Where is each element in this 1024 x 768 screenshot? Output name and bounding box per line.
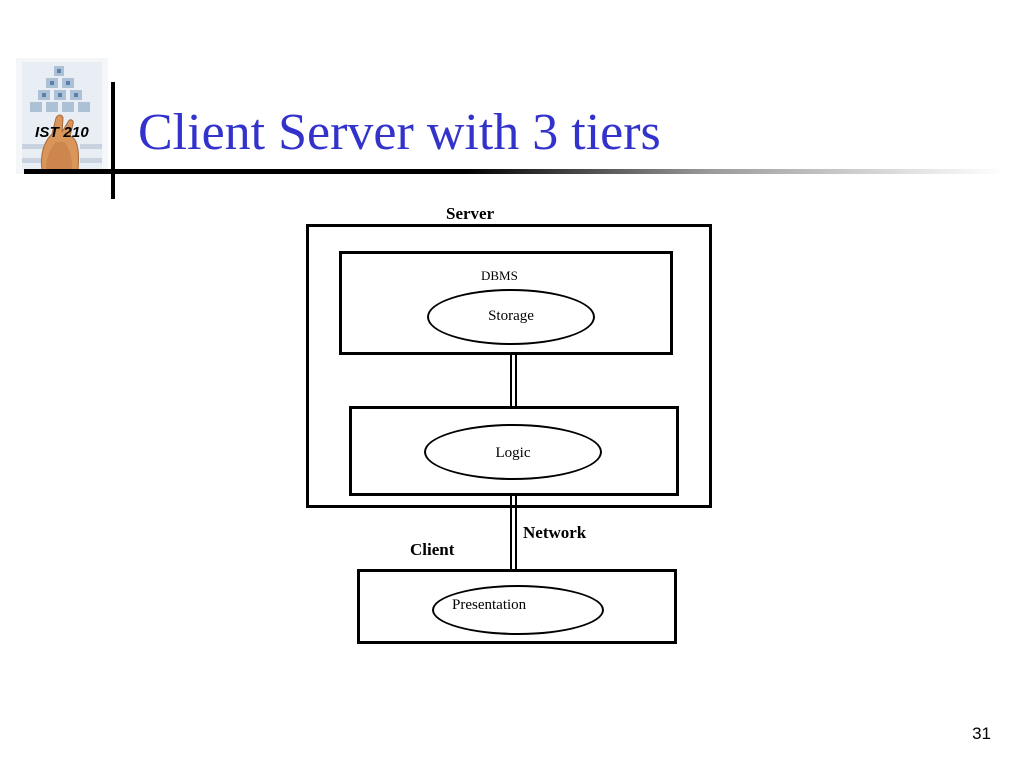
logo-image xyxy=(16,58,108,174)
client-label: Client xyxy=(410,540,455,559)
dbms-label: DBMS xyxy=(481,268,518,283)
logic-ellipse: Logic xyxy=(424,424,602,480)
slide-title: Client Server with 3 tiers xyxy=(138,104,661,161)
logic-label: Logic xyxy=(495,445,531,461)
storage-ellipse: Storage xyxy=(427,289,595,345)
presentation-label: Presentation xyxy=(452,597,527,613)
header-horizontal-rule xyxy=(24,169,1004,174)
presentation-ellipse: Presentation xyxy=(432,585,604,635)
header-vertical-rule xyxy=(111,82,115,199)
dbms-logic-connector xyxy=(510,355,517,406)
course-logo: IST 210 xyxy=(16,58,108,174)
logo-label: IST 210 xyxy=(35,124,89,141)
page-number: 31 xyxy=(972,724,991,743)
network-label: Network xyxy=(523,523,587,542)
storage-label: Storage xyxy=(488,308,534,324)
server-label: Server xyxy=(446,204,495,223)
network-connector xyxy=(510,496,517,569)
